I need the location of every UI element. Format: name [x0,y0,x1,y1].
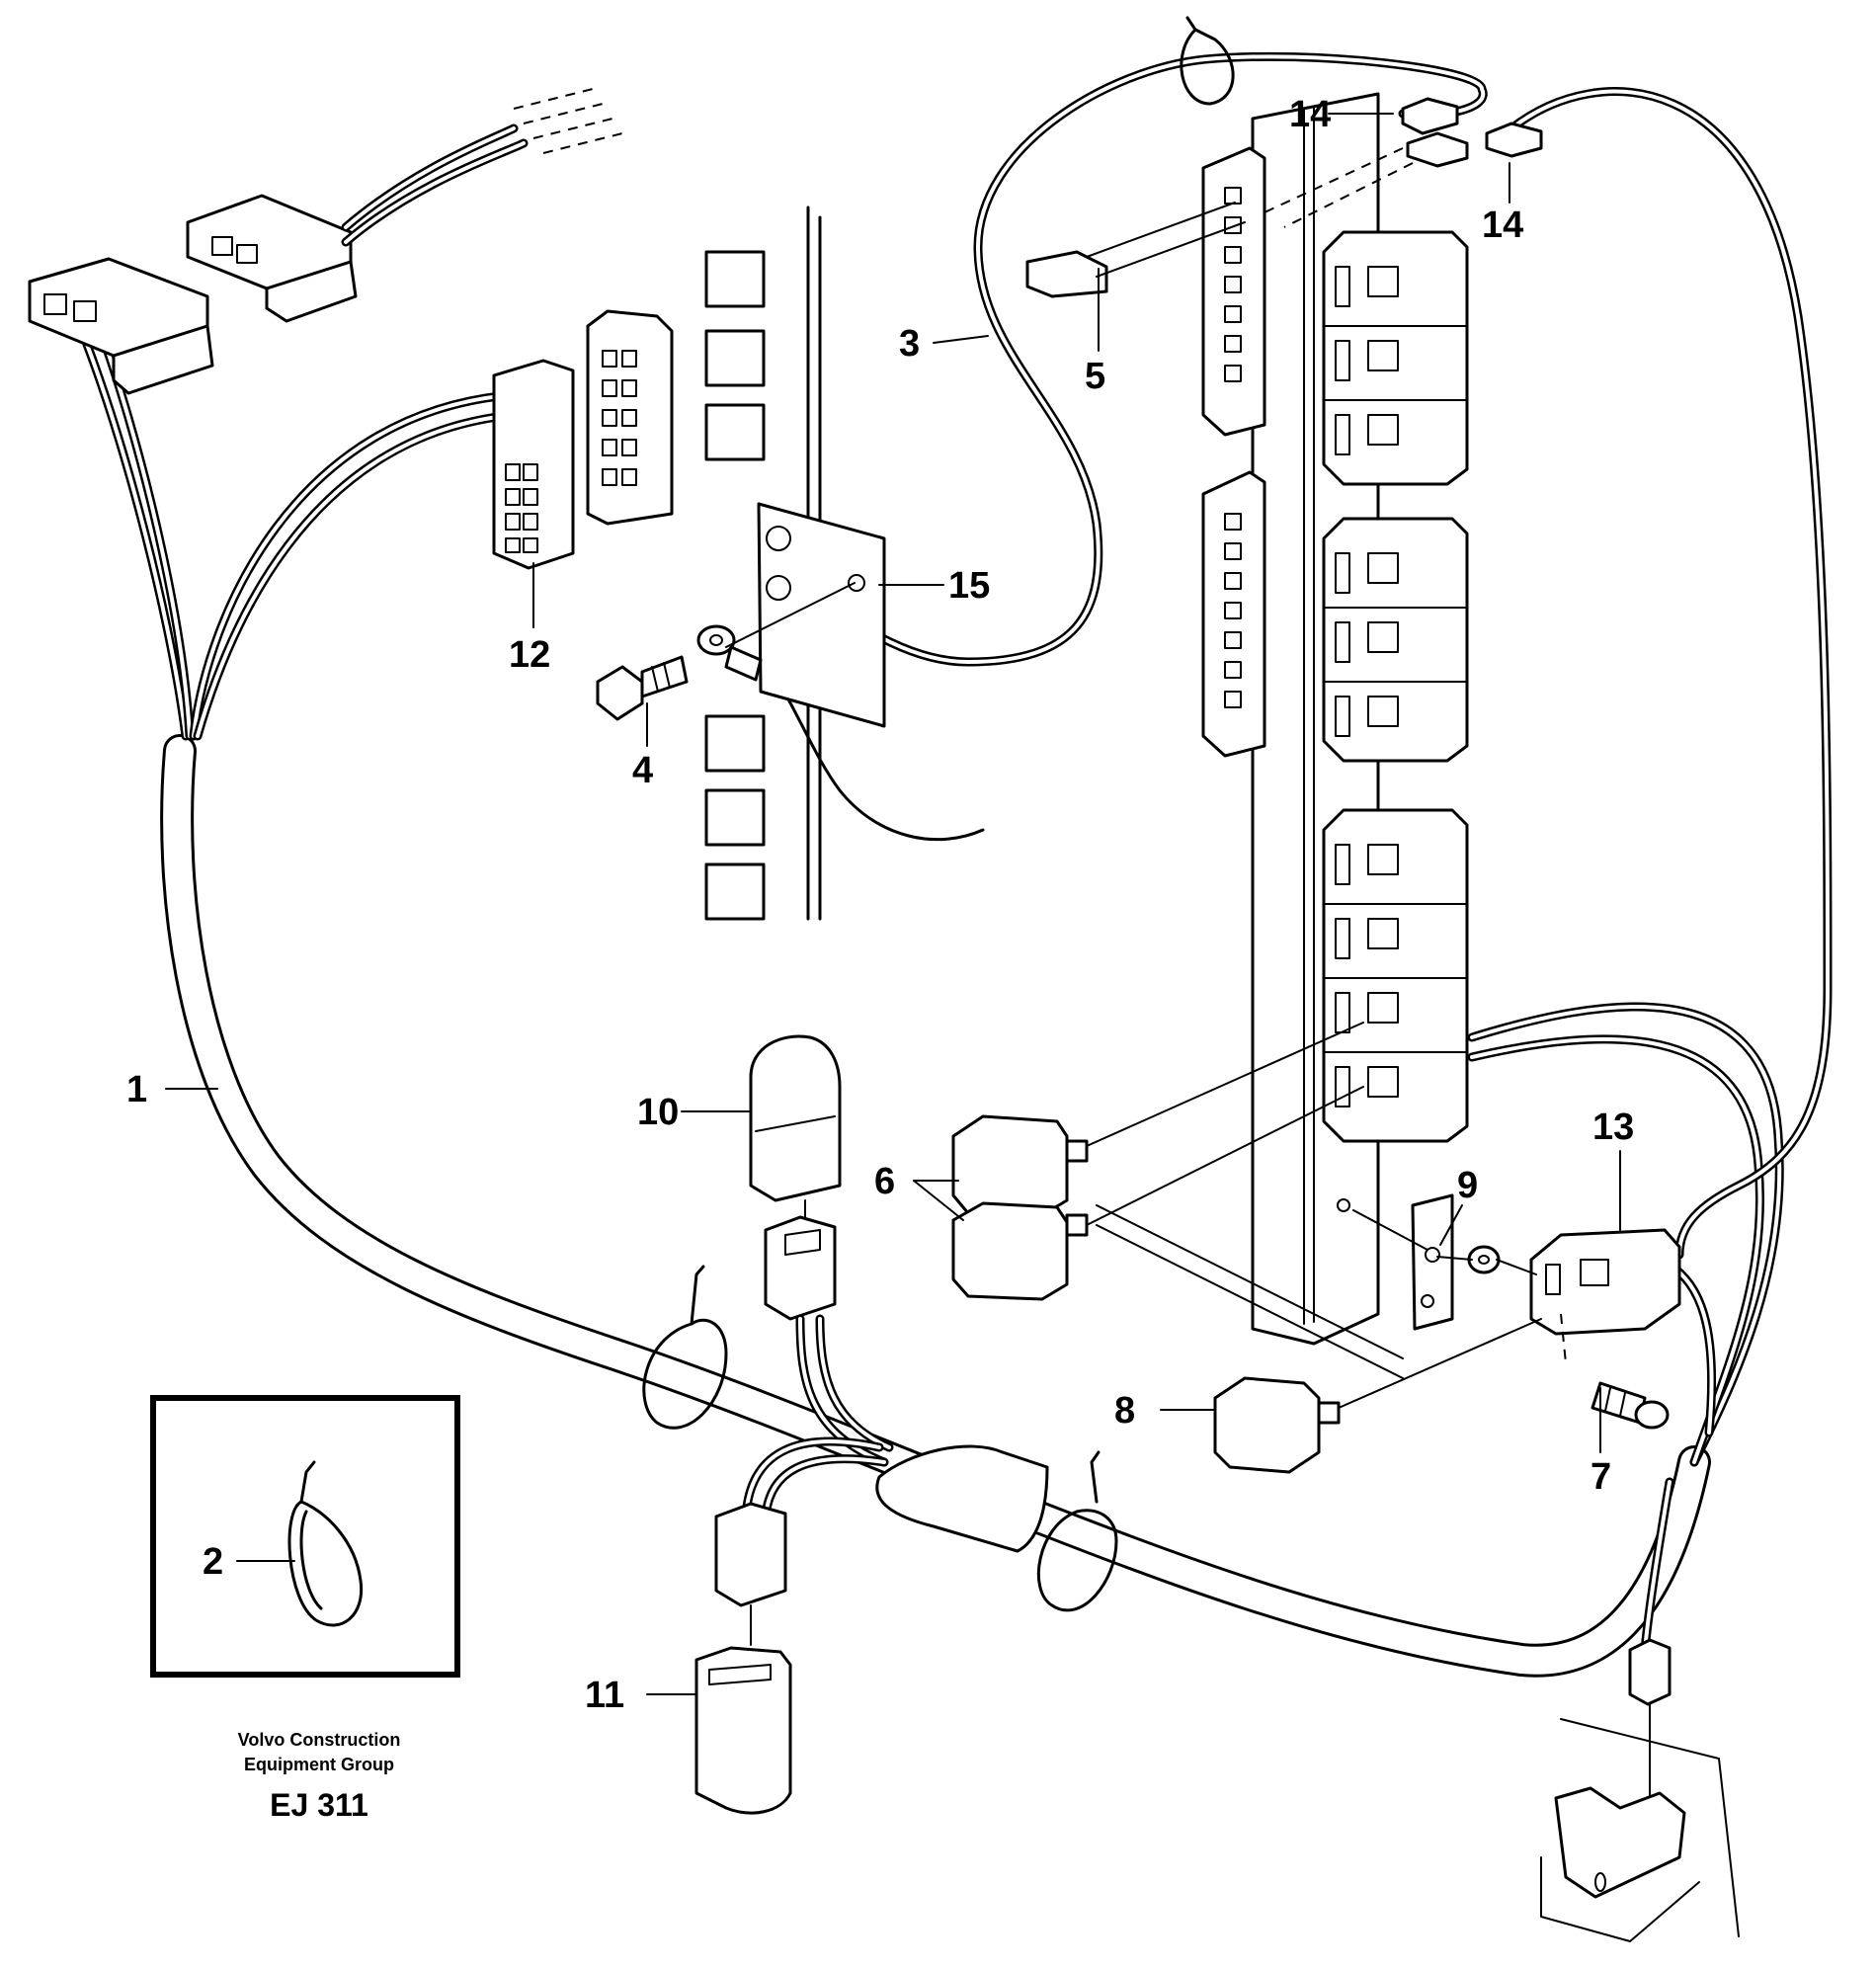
callout-15: 15 [948,565,990,607]
callout-6: 6 [874,1161,895,1202]
caption-company-line2: Equipment Group [244,1755,394,1774]
cap-part-10 [749,1034,842,1202]
ground-plate [757,502,886,728]
callout-3: 3 [899,323,920,365]
callout-8: 8 [1114,1390,1135,1432]
bracket-plate [1540,1718,1740,1942]
callout-13: 13 [1592,1107,1634,1148]
plug-relay-6-upper [951,1022,1364,1217]
connector-12-mate [586,309,674,526]
inset-box [150,1395,460,1678]
callout-5: 5 [1085,356,1105,397]
callout-2: 2 [203,1541,223,1583]
mounting-plate-9 [1337,1193,1501,1331]
plug-part-8 [1213,1318,1542,1474]
callout-9: 9 [1457,1165,1478,1206]
leader-lines [165,113,1621,1695]
callout-14-left: 14 [1289,94,1331,135]
floor-plate-edges [1096,1204,1404,1379]
relay-group-middle [1322,517,1469,763]
cable-tie-top [1180,16,1235,106]
connector-large-upper [186,88,623,323]
relay-holder-13 [1496,1228,1681,1364]
ground-wire-loop [759,51,1833,1260]
relay-group-bottom [1322,808,1469,1143]
connector-14-right [1485,122,1543,158]
callout-11: 11 [585,1675,624,1716]
callout-7: 7 [1591,1456,1611,1498]
callout-10: 10 [637,1092,679,1133]
fuse-block-lower [1201,470,1266,758]
connector-11-plug [714,1436,889,1646]
caption-drawing-code: EJ 311 [270,1787,368,1823]
callout-1: 1 [126,1069,147,1110]
cap-part-11 [694,1646,792,1815]
connector-14-left [1264,97,1469,228]
callout-12: 12 [509,634,550,676]
connector-12-body [492,359,575,570]
caption-company-line1: Volvo Construction [238,1730,401,1750]
screw-part-7 [1591,1381,1670,1430]
callout-4: 4 [632,750,653,791]
callout-14-right: 14 [1482,205,1523,246]
connector-large-left [28,257,214,395]
relay-group-top [1322,230,1469,486]
connector-10-plug [764,1199,894,1467]
ring-terminal [696,582,856,682]
plug-relay-6-lower [951,1086,1364,1301]
fuse-block-upper [1201,146,1266,437]
cable-tie-left [642,1265,728,1430]
plug-part-5 [1025,202,1246,298]
cable-tie-right [1036,1450,1118,1612]
ground-bolt [596,655,689,721]
